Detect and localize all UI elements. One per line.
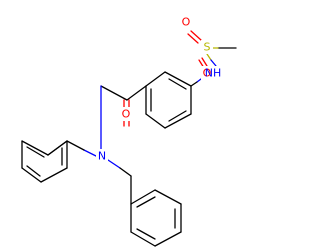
ring-a-inner-1: [168, 78, 187, 90]
ring-b-bond-6: [47, 140, 68, 156]
ring-a-bond-4: [145, 113, 166, 129]
n-aryl-bond-black: [190, 81, 198, 87]
ring-c-bond-5: [130, 231, 156, 247]
ring-c-inner-3: [136, 228, 156, 240]
n-benzyl-left-bond-black: [66, 140, 85, 151]
oxygen-atom-top-left: O: [182, 16, 191, 29]
ring-a-bond-2: [145, 71, 166, 87]
o-ketone-label-bg: [120, 107, 132, 121]
n-benzyl-left-bond-blue: [83, 149, 99, 158]
aryl-carbonyl-bond: [126, 85, 147, 101]
o-top-left-label-bg: [180, 15, 192, 29]
s-n-bond-upper: [206, 53, 212, 61]
molecule-structure: O S O NH O N: [21, 15, 237, 247]
ring-b-bond-3: [21, 167, 42, 183]
n-benzyl-right-bond-blue: [107, 159, 121, 169]
oxygen-ketone-atom: O: [122, 108, 131, 121]
ring-c-bond-2: [154, 189, 182, 205]
n-amine-label-bg: [96, 149, 108, 163]
s-o-double-bond-top-a: [190, 30, 202, 41]
ring-a-bond-1: [164, 71, 192, 87]
molecule-diagram: O S O NH O N: [21, 15, 237, 247]
sulfur-atom: S: [204, 41, 211, 54]
nitrogen-amine-atom: N: [98, 150, 106, 163]
oxygen-atom-bottom: O: [203, 67, 212, 80]
ring-a-bond-5: [164, 113, 192, 129]
s-o-double-bond-top-b: [187, 33, 199, 44]
ring-c-inner-1: [136, 196, 156, 208]
ring-c-bond-1: [130, 189, 156, 205]
s-label-bg: [201, 40, 213, 54]
carbonyl-ch2-bond: [100, 85, 128, 101]
ring-b-bond-4: [40, 167, 68, 183]
n-benzyl-right-bond-black: [119, 167, 132, 177]
ring-b-inner-1: [26, 146, 45, 158]
ring-b-bond-1: [21, 140, 49, 156]
ring-c-bond-4: [154, 231, 182, 247]
s-o-double-bond-bottom-a: [201, 57, 208, 67]
ring-a-inner-3: [168, 110, 187, 122]
nitrogen-amide-atom: NH: [205, 67, 222, 80]
s-n-bond-lower: [210, 59, 217, 67]
nh-label-bg: [201, 66, 225, 80]
ring-b-inner-2: [26, 165, 41, 177]
